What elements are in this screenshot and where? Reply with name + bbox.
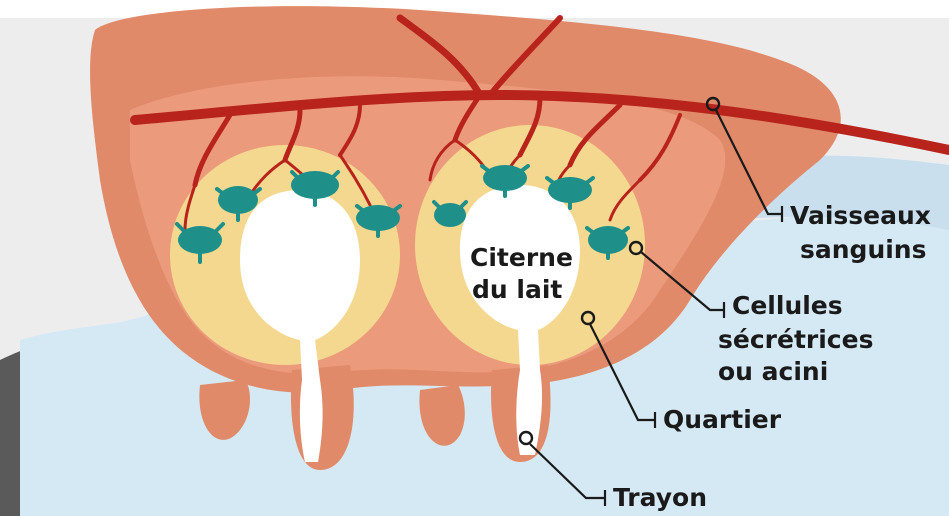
label-vaisseaux-line2: sanguins	[800, 235, 927, 264]
label-cellules-line2: sécrétrices	[718, 325, 873, 354]
label-quartier: Quartier	[663, 405, 782, 434]
label-cellules-line1: Cellules	[732, 291, 843, 320]
label-cellules-line3: ou acini	[718, 357, 828, 386]
label-vaisseaux-line1: Vaisseaux	[790, 201, 931, 230]
label-citerne-line1: Citerne	[470, 243, 573, 272]
label-trayon: Trayon	[613, 483, 707, 512]
label-citerne-line2: du lait	[472, 275, 562, 304]
